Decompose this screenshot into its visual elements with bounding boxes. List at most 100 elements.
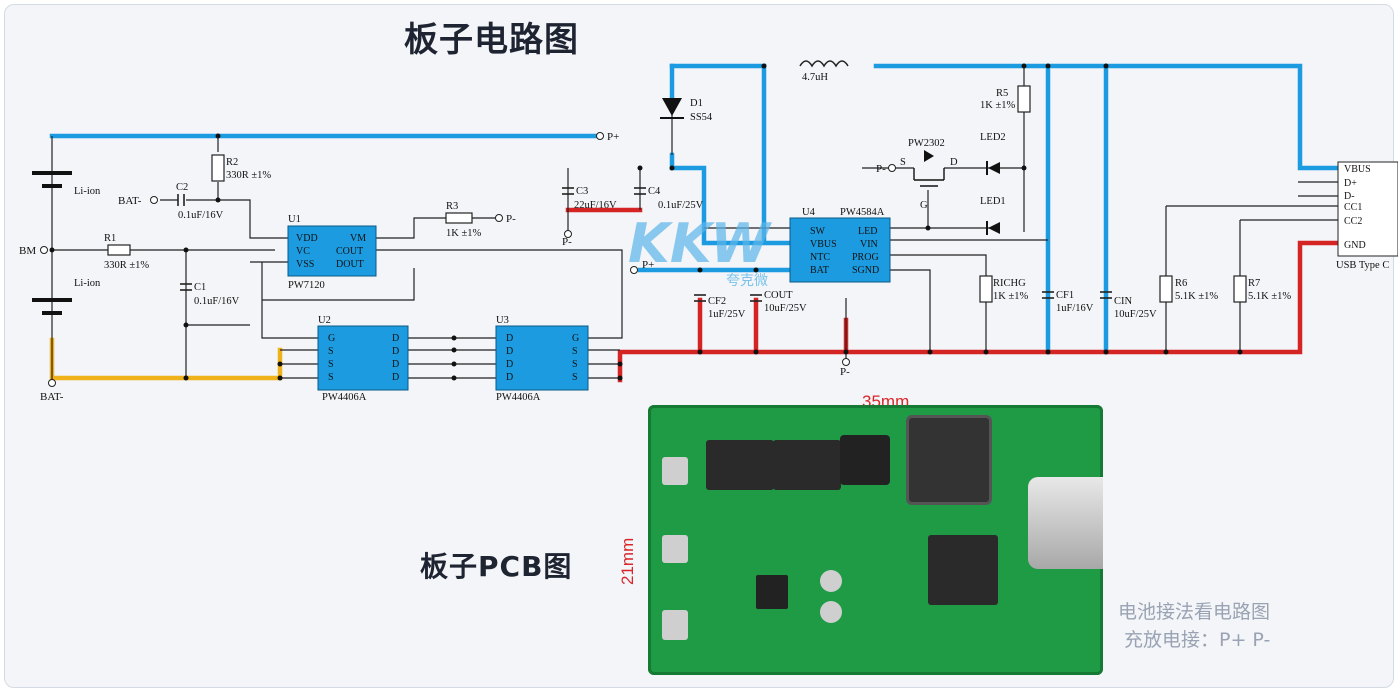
pcb-chip-u2 <box>706 440 774 490</box>
r1-ref: R1 <box>104 233 116 244</box>
svg-text:D: D <box>392 333 399 344</box>
schematic-title: 板子电路图 <box>404 20 579 60</box>
svg-text:D: D <box>392 372 399 383</box>
r3-value: 1K ±1% <box>446 228 481 239</box>
net-vbus-highlight-2 <box>637 63 1341 355</box>
net-pminus-4: P- <box>876 163 886 175</box>
cout-value: 10uF/25V <box>764 303 807 314</box>
svg-text:D: D <box>506 333 513 344</box>
c2-ref: C2 <box>176 182 188 193</box>
svg-text:S: S <box>572 359 578 370</box>
u1-ref: U1 <box>288 214 301 225</box>
net-batminus-2: BAT- <box>40 391 64 400</box>
pcb-photo <box>648 405 1103 675</box>
svg-text:G: G <box>328 333 335 344</box>
usb-pin-dplus: D+ <box>1344 178 1357 189</box>
pcb-diode <box>840 435 890 485</box>
u4-pin-prog: PROG <box>852 252 879 263</box>
u1-pin-cout: COUT <box>336 246 363 257</box>
pcb-pad-pplus <box>820 570 842 592</box>
pcb-pad-bm <box>662 535 688 563</box>
pcb-pad-batminus <box>662 457 688 485</box>
c3-ref: C3 <box>576 186 588 197</box>
c1-value: 0.1uF/16V <box>194 296 240 307</box>
cin-ref: CIN <box>1114 296 1133 307</box>
pcb-pad-pminus <box>820 601 842 623</box>
r3-ref: R3 <box>446 201 458 212</box>
pw2302-g: G <box>920 200 928 211</box>
r5-ref: R5 <box>996 88 1008 99</box>
richg-ref: RICHG <box>993 278 1026 289</box>
pcb-chip-u4 <box>928 535 998 605</box>
usb-pin-cc1: CC1 <box>1344 202 1362 213</box>
cin-value: 10uF/25V <box>1114 309 1157 320</box>
u4-pin-sgnd: SGND <box>852 265 879 276</box>
r2-value: 330R ±1% <box>226 170 271 181</box>
pw2302-s: S <box>900 157 906 168</box>
u3-body <box>495 325 589 391</box>
u1-pin-vdd: VDD <box>296 233 318 244</box>
r7-value: 5.1K ±1% <box>1248 291 1291 302</box>
d1-value: SS54 <box>690 112 713 123</box>
c1-ref: C1 <box>194 282 206 293</box>
led2-label: LED2 <box>980 132 1006 143</box>
u1-pin-vm: VM <box>350 233 366 244</box>
svg-text:D: D <box>506 359 513 370</box>
note-charge: 充放电接：P+ P- <box>1124 629 1271 651</box>
u4-pin-vbus: VBUS <box>810 239 837 250</box>
led1-label: LED1 <box>980 196 1006 207</box>
cout-ref: COUT <box>764 290 793 301</box>
u4-pin-vin: VIN <box>860 239 878 250</box>
u4-ref: U4 <box>802 207 816 218</box>
dim-height: 21mm <box>618 537 637 585</box>
cf1-ref: CF1 <box>1056 290 1074 301</box>
svg-text:S: S <box>572 346 578 357</box>
d1-ref: D1 <box>690 98 703 109</box>
svg-text:D: D <box>392 346 399 357</box>
u2-body <box>317 325 409 391</box>
c4-value: 0.1uF/25V <box>658 200 704 211</box>
u4-part: PW4584A <box>840 207 885 218</box>
pcb-inductor <box>906 415 992 505</box>
svg-text:S: S <box>328 359 334 370</box>
net-batminus-1: BAT- <box>118 195 142 207</box>
u1-part: PW7120 <box>288 280 325 291</box>
usb-body <box>1337 161 1398 257</box>
c2-value: 0.1uF/16V <box>178 210 224 221</box>
cf2-value: 1uF/25V <box>708 309 746 320</box>
pcb-chip-u1 <box>756 575 788 609</box>
svg-text:D: D <box>392 359 399 370</box>
u1-pin-dout: DOUT <box>336 259 364 270</box>
net-bm: BM <box>19 245 36 257</box>
battery1-label: Li-ion <box>74 186 101 197</box>
cf2-ref: CF2 <box>708 296 726 307</box>
circuit-schematic: KKW 夸克微 P+ BAT- BM BAT- P- P- P+ P- P- L… <box>19 60 1398 400</box>
u2-ref: U2 <box>318 315 331 326</box>
u3-part: PW4406A <box>496 392 541 400</box>
u4-pin-bat: BAT <box>810 265 829 276</box>
u1-body <box>287 225 377 277</box>
r6-value: 5.1K ±1% <box>1175 291 1218 302</box>
usb-pin-cc2: CC2 <box>1344 216 1362 227</box>
usb-label: USB Type C <box>1336 260 1389 271</box>
pcb-chip-u3 <box>773 440 841 490</box>
u4-pin-ntc: NTC <box>810 252 830 263</box>
usb-pin-gnd: GND <box>1344 240 1366 251</box>
battery2-label: Li-ion <box>74 278 101 289</box>
svg-text:D: D <box>506 372 513 383</box>
svg-text:S: S <box>328 346 334 357</box>
net-batminus-highlight <box>49 337 283 381</box>
svg-text:G: G <box>572 333 579 344</box>
svg-text:S: S <box>572 372 578 383</box>
net-pplus-2: P+ <box>642 259 654 271</box>
usb-pin-dminus: D- <box>1344 191 1355 202</box>
watermark-logo: KKW <box>628 212 772 275</box>
inductor-value: 4.7uH <box>802 72 828 83</box>
watermark-sub: 夸克微 <box>726 273 768 289</box>
richg-value: 1K ±1% <box>993 291 1028 302</box>
net-pminus-3: P- <box>840 366 850 378</box>
pcb-pad-batplus <box>662 610 688 640</box>
svg-text:S: S <box>328 372 334 383</box>
u3-ref: U3 <box>496 315 509 326</box>
cf1-value: 1uF/16V <box>1056 303 1094 314</box>
